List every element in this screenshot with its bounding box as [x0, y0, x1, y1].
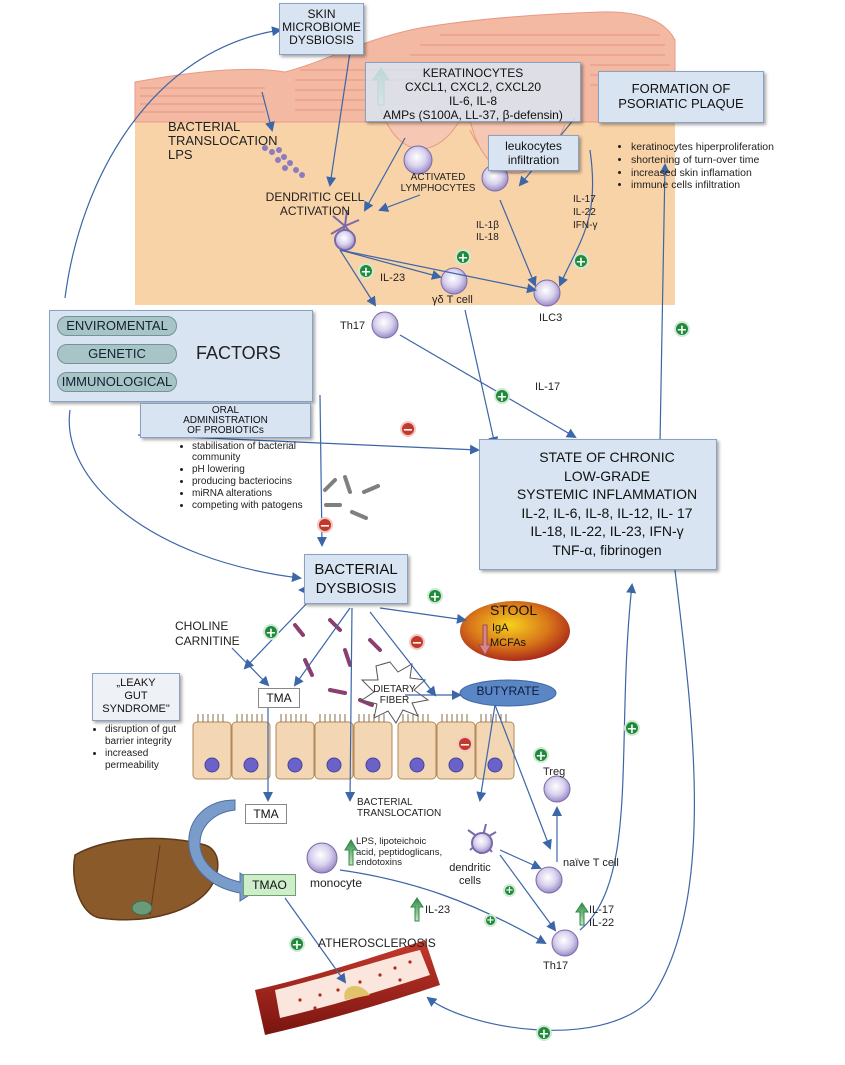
tmao-box: TMAO [243, 874, 296, 896]
chronic-line5: IL-18, IL-22, IL-23, IFN-γ [530, 523, 684, 539]
dietary-fiber-label: DIETARY FIBER [373, 684, 416, 706]
minus-icon: − [409, 634, 425, 651]
probiotic-item: competing with patogens [192, 500, 313, 511]
probiotic-item: pH lowering [192, 464, 313, 475]
plaque-item: increased skin inflamation [631, 167, 777, 180]
arrows [64, 26, 695, 1031]
bacterial-translocation-gut-label: BACTERIAL TRANSLOCATION [357, 797, 442, 819]
probiotic-item: producing bacteriocins [192, 476, 313, 487]
pill-genetic: GENETIC [57, 344, 177, 364]
probiotics-list: stabilisation of bacterial community pH … [178, 441, 313, 512]
skin-microbiome-box: SKIN MICROBIOME DYSBIOSIS [279, 3, 364, 55]
activated-lymphocytes-label: ACTIVATED LYMPHOCYTES [400, 172, 476, 194]
il17-il22-bottom-label: IL-17 IL-22 [589, 904, 615, 929]
gut-epithelium [192, 714, 515, 780]
il23-top-label: IL-23 [380, 272, 406, 284]
psoriatic-plaque-box: FORMATION OF PSORIATIC PLAQUE [598, 71, 764, 123]
factors-title: FACTORS [196, 343, 281, 363]
plaque-item: keratinocytes hiperproliferation [631, 141, 777, 154]
minus-icon: − [457, 736, 473, 753]
psoriatic-plaque-list: keratinocytes hiperproliferation shorten… [617, 141, 777, 193]
minus-icon: − [400, 421, 416, 438]
plus-icon: + [289, 936, 305, 953]
stool-mcfas: MCFAs [490, 637, 527, 649]
plus-icon: + [503, 884, 516, 897]
il17-il22-ifng-label: IL-17 IL-22 IFN-γ [573, 194, 598, 231]
plus-icon: + [358, 263, 374, 280]
keratinocytes-box: KERATINOCYTES CXCL1, CXCL2, CXCL20 IL-6,… [365, 62, 581, 122]
plus-icon: + [494, 388, 510, 405]
il23-bottom-label: IL-23 [425, 904, 451, 916]
ilc3-label: ILC3 [539, 312, 563, 324]
dendritic-cells-label: dendritic cells [449, 862, 491, 887]
lps-list-label: LPS, lipoteichoic acid, peptidoglicans, … [356, 836, 443, 868]
choline-carnitine-label: CHOLINE CARNITINE [175, 619, 240, 648]
keratinocytes-line2: IL-6, IL-8 [448, 94, 498, 108]
bacterial-translocation-skin-label: BACTERIAL TRANSLOCATION LPS [168, 119, 278, 162]
dietary-fiber-burst [360, 661, 430, 724]
probiotic-item: stabilisation of bacterial community [192, 441, 313, 463]
butyrate-label: BUTYRATE [476, 684, 540, 698]
atherosclerosis-label: ATHEROSCLEROSIS [318, 936, 436, 950]
th17-bottom-label: Th17 [543, 960, 569, 972]
leaky-gut-list: disruption of gut barrier integrity incr… [91, 724, 186, 772]
factors-box: ENVIROMENTAL GENETIC IMMUNOLOGICAL FACTO… [49, 310, 313, 402]
tma-box-1: TMA [258, 688, 300, 708]
plaque-item: immune cells infiltration [631, 179, 777, 192]
keratinocytes-line3: AMPs (S100A, LL-37, β-defensin) [383, 108, 563, 122]
bacterial-dysbiosis-box: BACTERIAL DYSBIOSIS [304, 554, 408, 604]
chronic-line3: SYSTEMIC INFLAMMATION [516, 486, 698, 502]
plus-icon: + [484, 914, 497, 927]
dendritic-activation-label: DENDRITIC CELL ACTIVATION [265, 190, 365, 218]
pill-enviromental: ENVIROMENTAL [57, 316, 177, 336]
il1b-il18-label: IL-1β IL-18 [476, 220, 499, 243]
treg-label: Treg [543, 766, 566, 778]
chronic-line2: LOW-GRADE [563, 467, 651, 484]
plus-icon: + [455, 249, 471, 266]
stool-iga: IgA [492, 622, 509, 634]
dermis-layer [135, 122, 675, 305]
leukocytes-box: leukocytes infiltration [488, 135, 579, 171]
probiotic-item: miRNA alterations [192, 488, 313, 499]
plaque-item: shortening of turn-over time [631, 154, 777, 167]
th17-top-label: Th17 [340, 320, 366, 332]
il17-mid-label: IL-17 [535, 381, 561, 393]
plus-icon: + [536, 1025, 552, 1042]
leaky-gut-item: disruption of gut barrier integrity [105, 724, 186, 747]
plus-icon: + [573, 253, 589, 270]
gd-tcell-label: γδ T cell [432, 294, 473, 306]
leaky-gut-box: „LEAKY GUT SYNDROME" [92, 673, 180, 721]
plus-icon: + [674, 321, 690, 338]
pill-immunological: IMMUNOLOGICAL [57, 372, 177, 392]
naive-tcell-label: naïve T cell [563, 857, 619, 869]
chronic-line1: STATE OF CHRONIC [539, 449, 675, 465]
plus-icon: + [263, 624, 279, 641]
minus-icon: − [317, 517, 333, 534]
liver-illustration [73, 837, 219, 921]
keratinocytes-title: KERATINOCYTES [422, 66, 524, 80]
probiotics-box: ORAL ADMINISTRATION OF PROBIOTICs [140, 403, 311, 438]
plus-icon: + [533, 747, 549, 764]
chronic-inflammation-box: STATE OF CHRONIC LOW-GRADE SYSTEMIC INFL… [479, 439, 717, 570]
leaky-gut-item: increased permeability [105, 748, 186, 771]
plus-icon: + [427, 588, 443, 605]
blood-vessel [255, 940, 440, 1035]
chronic-line6: TNF-α, fibrinogen [552, 541, 662, 558]
stool-title: STOOL [490, 602, 538, 618]
tma-box-2: TMA [245, 804, 287, 824]
plus-icon: + [624, 720, 640, 737]
keratinocytes-line1: CXCL1, CXCL2, CXCL20 [404, 80, 542, 94]
monocyte-label: monocyte [310, 876, 363, 890]
chronic-line4: IL-2, IL-6, IL-8, IL-12, IL- 17 [521, 504, 693, 521]
